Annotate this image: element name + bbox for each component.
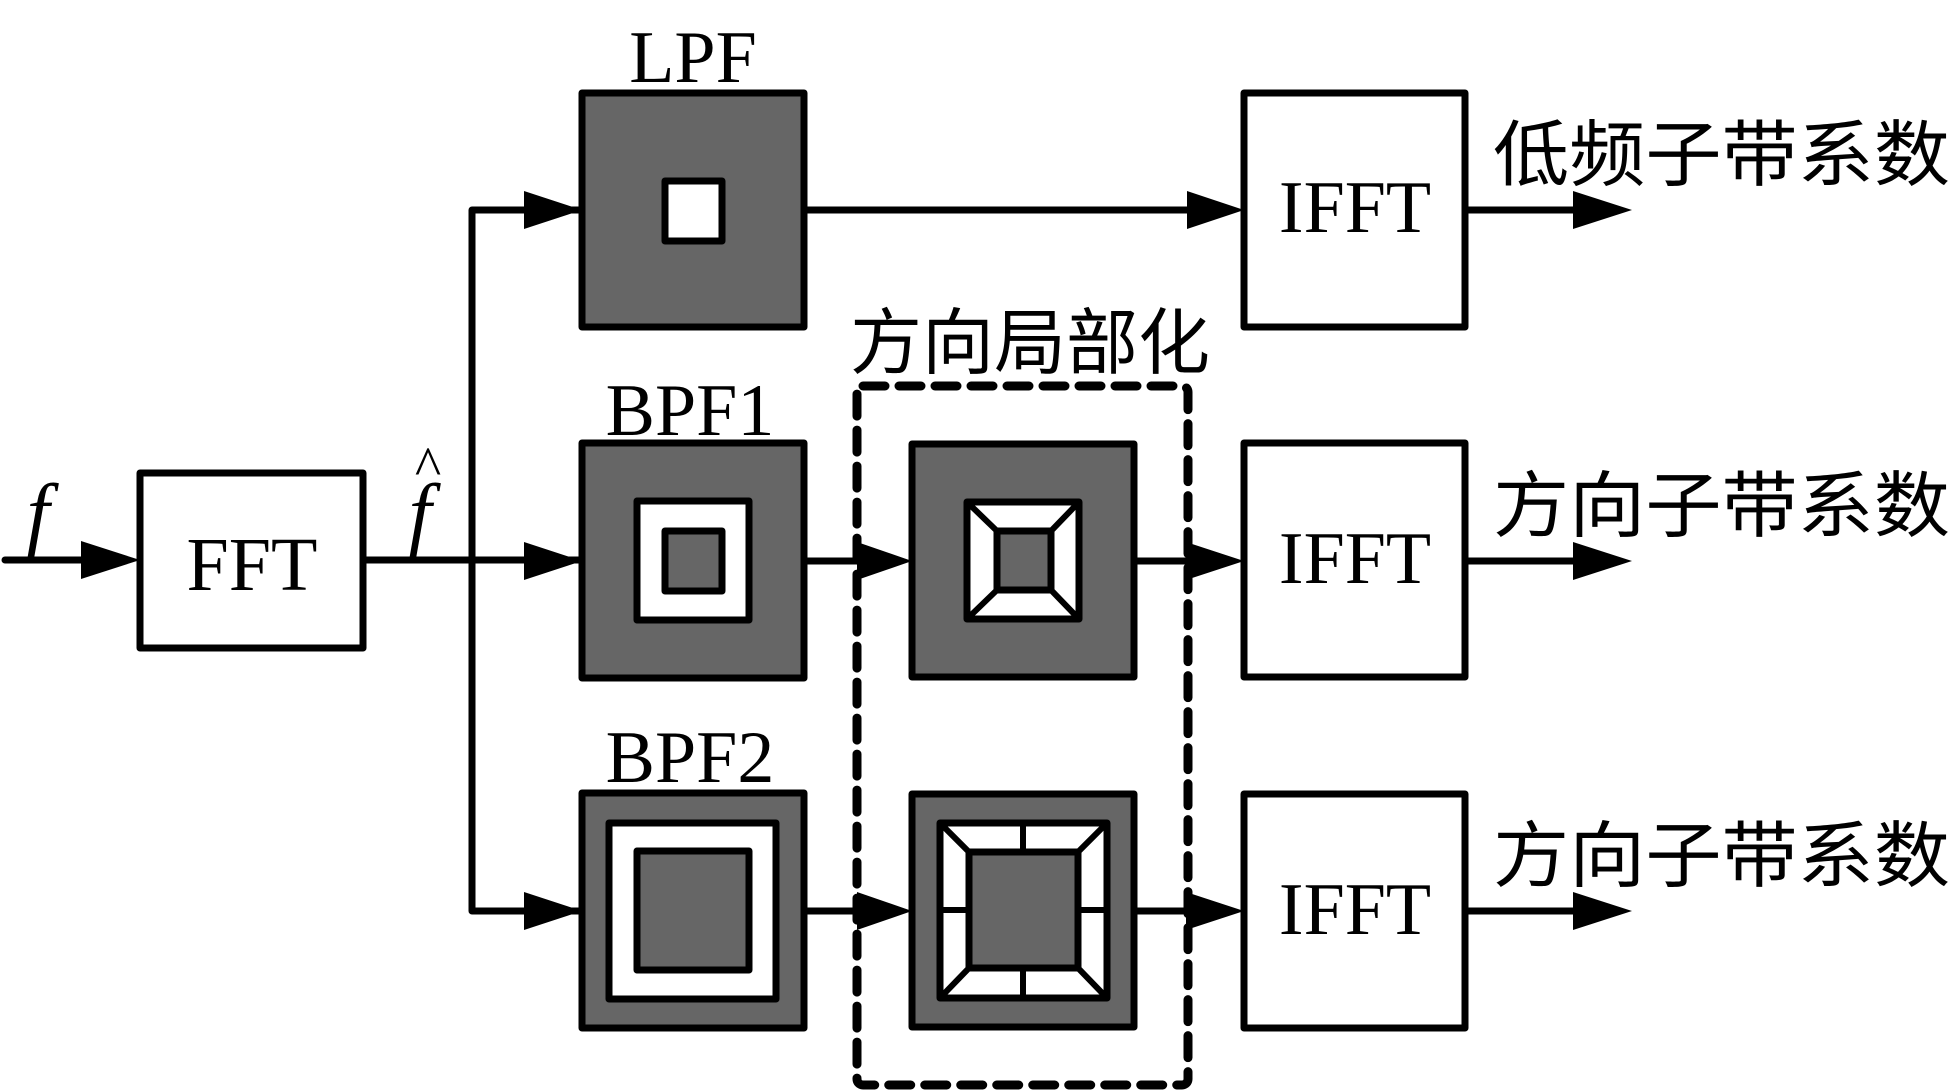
fft-label: FFT (187, 523, 318, 607)
ifft2-input-arrowhead (1186, 542, 1244, 580)
ifft1-input-arrowhead (1187, 191, 1244, 229)
dir2-wedge-divider (1075, 820, 1110, 855)
directional-localization-group: 方向局部化 (850, 301, 1210, 1090)
dir1-wedge-divider (964, 499, 1000, 534)
dir2-wedge-divider (937, 965, 972, 1001)
dir1-center (993, 527, 1055, 594)
directional-group-frame (852, 381, 1193, 1090)
ifft3-block (1240, 790, 1469, 1032)
dir1-wedge-divider (1048, 587, 1082, 622)
dir2-center (965, 848, 1082, 972)
input-section: f FFT f ^ (1, 206, 586, 915)
ifft1-label: IFFT (1279, 167, 1431, 249)
out3-arrowhead (1573, 892, 1632, 930)
out2-label: 方向子带系数 (1493, 464, 1950, 548)
out3-label: 方向子带系数 (1493, 814, 1950, 898)
ifft3-label: IFFT (1279, 869, 1431, 951)
lpf-input-arrowhead (524, 191, 582, 229)
bpf1-block (578, 439, 808, 682)
bpf1-label: BPF1 (606, 370, 775, 452)
ifft2-block (1240, 439, 1469, 681)
input-signal-label: f (27, 467, 60, 558)
row-lowpass: LPF IFFT 低频子带系数 (524, 17, 1950, 331)
ifft2-label: IFFT (1279, 518, 1431, 600)
bpf2-label: BPF2 (606, 717, 775, 799)
out2-arrowhead (1573, 542, 1632, 580)
ifft3-input-arrowhead (1186, 892, 1244, 930)
dir2-input-arrowhead (857, 892, 912, 930)
row-bandpass-2: BPF2 IFFT 方向子带系数 (524, 717, 1950, 1032)
row-bandpass-1: BPF1 IFFT 方向子带系数 (524, 370, 1950, 682)
spectrum-hat-accent: ^ (415, 436, 441, 498)
dir1-wedge-divider (1048, 499, 1082, 534)
dir2-wedge-divider (1075, 965, 1110, 1001)
lpf-passband (661, 177, 726, 245)
bpf2-input-arrowhead (524, 892, 582, 930)
dir1-input-arrowhead (857, 542, 912, 580)
out1-arrowhead (1573, 191, 1632, 229)
bpf1-input-arrowhead (524, 542, 582, 580)
directional-group-label: 方向局部化 (850, 301, 1210, 385)
bpf1-stopband-center (661, 527, 726, 595)
input-arrowhead (81, 541, 140, 579)
dir1-wedge-divider (964, 587, 1000, 622)
out1-label: 低频子带系数 (1493, 113, 1950, 197)
dir2-wedge-divider (937, 820, 972, 855)
bpf2-stopband-center (633, 847, 753, 974)
lpf-label: LPF (629, 17, 757, 99)
